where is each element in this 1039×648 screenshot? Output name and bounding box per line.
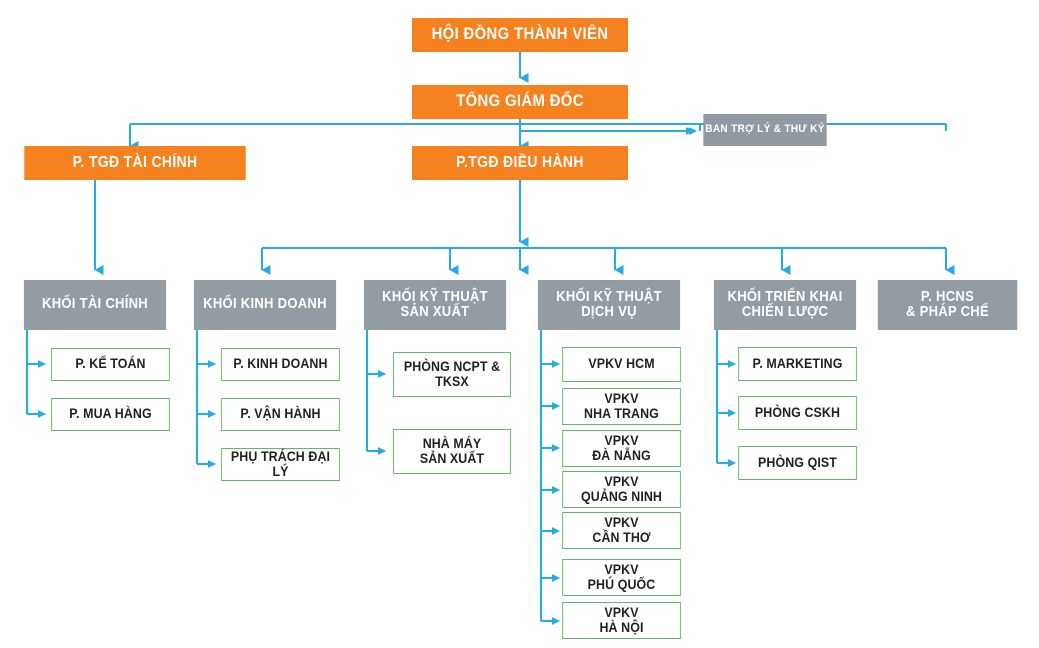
leaf-tech-service-5[interactable]: VPKV CẦN THƠ xyxy=(562,512,681,549)
leaf-tech-service-1[interactable]: VPKV HCM xyxy=(562,347,681,382)
division-finance[interactable]: KHỐI TÀI CHÍNH xyxy=(23,280,167,330)
leaf-strategy-2[interactable]: PHÒNG CSKH xyxy=(738,396,857,430)
division-hr-legal[interactable]: P. HCNS & PHÁP CHẾ xyxy=(877,280,1018,330)
leaf-label: PHÒNG QIST xyxy=(758,454,837,470)
leaf-label: P. MUA HÀNG xyxy=(69,406,152,422)
node-assistant-board[interactable]: BAN TRỢ LÝ & THƯ KÝ xyxy=(703,114,827,146)
node-board-label: HỘI ĐỒNG THÀNH VIÊN xyxy=(431,25,609,44)
division-business-label: KHỐI KINH DOANH xyxy=(203,296,327,313)
leaf-label: P. KINH DOANH xyxy=(233,356,328,372)
division-tech-service[interactable]: KHỐI KỸ THUẬT DỊCH VỤ xyxy=(537,280,681,330)
node-deputy-finance-label: P. TGĐ TÀI CHÍNH xyxy=(72,153,198,171)
node-ceo-label: TỔNG GIÁM ĐỐC xyxy=(456,92,584,111)
division-tech-service-label: KHỐI KỸ THUẬT DỊCH VỤ xyxy=(556,288,662,320)
leaf-business-1[interactable]: P. KINH DOANH xyxy=(221,348,340,381)
node-board[interactable]: HỘI ĐỒNG THÀNH VIÊN xyxy=(412,18,628,52)
leaf-label: VPKV ĐÀ NẴNG xyxy=(592,433,651,463)
leaf-label: VPKV HÀ NỘI xyxy=(599,605,644,635)
leaf-label: VPKV CẦN THƠ xyxy=(592,515,651,545)
leaf-label: NHÀ MÁY SẢN XUẤT xyxy=(419,436,485,466)
leaf-label: PHÒNG NCPT & TKSX xyxy=(403,359,501,389)
leaf-tech-service-6[interactable]: VPKV PHÚ QUỐC xyxy=(562,559,681,596)
leaf-label: P. VẬN HÀNH xyxy=(240,406,321,422)
leaf-tech-production-2[interactable]: NHÀ MÁY SẢN XUẤT xyxy=(393,429,511,474)
leaf-finance-1[interactable]: P. KẾ TOÁN xyxy=(51,348,170,381)
leaf-label: P. MARKETING xyxy=(752,355,843,371)
leaf-label: PHÒNG CSKH xyxy=(754,404,841,420)
node-deputy-operations[interactable]: P.TGĐ ĐIỀU HÀNH xyxy=(412,146,628,180)
leaf-tech-service-3[interactable]: VPKV ĐÀ NẴNG xyxy=(562,430,681,467)
leaf-label: VPKV PHÚ QUỐC xyxy=(587,562,656,592)
node-deputy-finance[interactable]: P. TGĐ TÀI CHÍNH xyxy=(24,146,246,180)
leaf-tech-production-1[interactable]: PHÒNG NCPT & TKSX xyxy=(393,352,511,397)
leaf-business-2[interactable]: P. VẬN HÀNH xyxy=(221,398,340,431)
node-ceo[interactable]: TỔNG GIÁM ĐỐC xyxy=(412,85,628,119)
division-hr-legal-label: P. HCNS & PHÁP CHẾ xyxy=(906,288,989,320)
leaf-label: VPKV NHA TRANG xyxy=(584,391,659,421)
leaf-label: VPKV QUẢNG NINH xyxy=(581,474,662,504)
leaf-strategy-1[interactable]: P. MARKETING xyxy=(738,347,857,381)
division-finance-label: KHỐI TÀI CHÍNH xyxy=(41,296,149,313)
leaf-label: PHỤ TRÁCH ĐẠI LÝ xyxy=(230,449,331,479)
leaf-business-3[interactable]: PHỤ TRÁCH ĐẠI LÝ xyxy=(221,448,340,481)
division-strategy[interactable]: KHỐI TRIỂN KHAI CHIẾN LƯỢC xyxy=(713,280,857,330)
leaf-tech-service-4[interactable]: VPKV QUẢNG NINH xyxy=(562,471,681,508)
division-business[interactable]: KHỐI KINH DOANH xyxy=(193,280,337,330)
node-assistant-board-label: BAN TRỢ LÝ & THƯ KÝ xyxy=(705,123,825,136)
leaf-tech-service-2[interactable]: VPKV NHA TRANG xyxy=(562,388,681,425)
leaf-strategy-3[interactable]: PHÒNG QIST xyxy=(738,446,857,480)
node-deputy-operations-label: P.TGĐ ĐIỀU HÀNH xyxy=(456,153,584,171)
leaf-label: P. KẾ TOÁN xyxy=(75,356,146,372)
division-tech-production-label: KHỐI KỸ THUẬT SẢN XUẤT xyxy=(382,288,488,320)
division-strategy-label: KHỐI TRIỂN KHAI CHIẾN LƯỢC xyxy=(727,288,843,320)
division-tech-production[interactable]: KHỐI KỸ THUẬT SẢN XUẤT xyxy=(363,280,507,330)
leaf-tech-service-7[interactable]: VPKV HÀ NỘI xyxy=(562,602,681,639)
leaf-finance-2[interactable]: P. MUA HÀNG xyxy=(51,398,170,431)
leaf-label: VPKV HCM xyxy=(588,356,655,372)
